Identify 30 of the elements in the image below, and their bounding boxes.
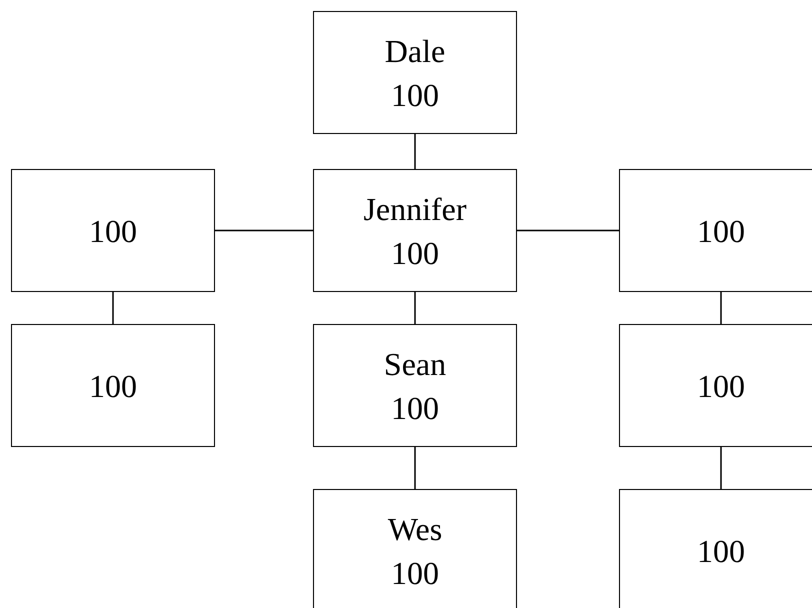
name-text: Wes	[388, 510, 442, 548]
value-text: 100	[89, 212, 137, 250]
connector-line	[414, 292, 416, 324]
name-text: Jennifer	[363, 190, 467, 228]
value-text: 100	[697, 532, 745, 570]
person-box	[313, 324, 517, 447]
name-text: Dale	[384, 32, 446, 70]
person-box	[619, 169, 812, 292]
person-box	[313, 489, 517, 608]
person-box	[11, 169, 215, 292]
connector-line	[112, 292, 114, 324]
person-box	[619, 489, 812, 608]
value-text: 100	[697, 212, 745, 250]
person-box	[313, 169, 517, 292]
value-text: 100	[391, 388, 439, 428]
value-text: 100	[697, 366, 745, 406]
value-text: 100	[391, 554, 439, 592]
value-text: 100	[89, 366, 137, 406]
person-box	[313, 11, 517, 134]
person-box	[11, 324, 215, 447]
connector-line	[414, 447, 416, 489]
value-text: 100	[391, 76, 439, 114]
person-box	[619, 324, 812, 447]
name-text: Sean	[384, 344, 446, 384]
value-text: 100	[391, 234, 439, 272]
connector-line	[414, 134, 416, 169]
connector-line	[720, 292, 722, 324]
connector-line	[517, 230, 619, 232]
connector-line	[215, 230, 313, 232]
connector-line	[720, 447, 722, 489]
